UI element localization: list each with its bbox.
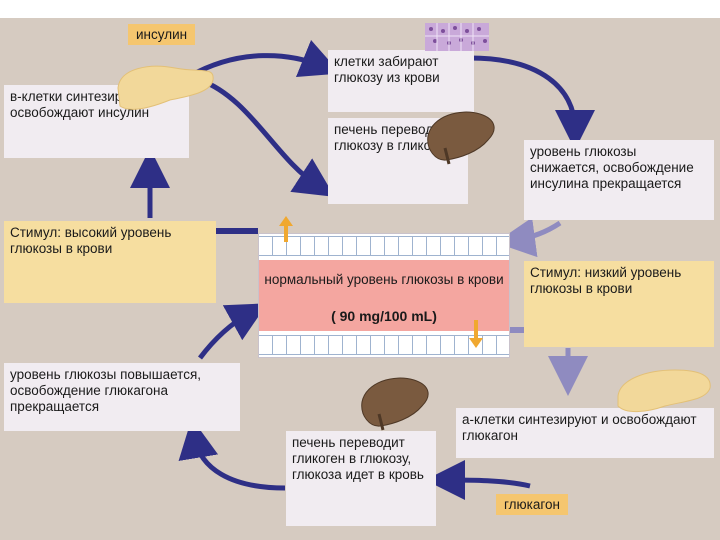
normal-level-text: нормальный уровень глюкозы в крови <box>264 272 504 287</box>
arrow-cells-to-drop <box>469 55 595 150</box>
glucagon-tag: глюкагон <box>496 494 568 515</box>
liver-glycogen-box: печень переводит глюкозу в гликоген <box>328 118 468 204</box>
stimulus-high-box: Стимул: высокий уровень глюкозы в крови <box>4 221 216 303</box>
grid-bottom <box>259 335 509 355</box>
cells-icon <box>425 23 489 51</box>
insulin-tag: инсулин <box>128 24 196 45</box>
arrow-glucagon-to-liver <box>425 460 531 501</box>
liver-glucose-box: печень переводит гликоген в глюкозу, глю… <box>286 431 436 526</box>
cells-take-glucose-box: клетки забирают глюкозу из крови <box>328 50 474 112</box>
glucose-rises-box: уровень глюкозы повышается, освобождение… <box>4 363 240 431</box>
stimulus-low-box: Стимул: низкий уровень глюкозы в крови <box>524 261 714 347</box>
arrow-liver-to-rises <box>178 418 286 491</box>
beta-cells-box: в-клетки синтезируют и освобождают инсул… <box>4 85 189 158</box>
arrow-rises-to-center <box>198 303 268 360</box>
arrow-insulin-to-liver <box>199 77 335 197</box>
normal-band <box>259 260 509 331</box>
arrow-insulin-to-cells <box>188 39 341 79</box>
normal-glucose-panel: нормальный уровень глюкозы в крови ( 90 … <box>258 233 510 358</box>
diagram-stage: инсулин глюкагон в-клетки синтезируют и … <box>0 18 720 540</box>
arrow-drop-to-center <box>495 217 562 258</box>
glucose-drops-box: уровень глюкозы снижается, освобождение … <box>524 140 714 220</box>
normal-level-value: ( 90 mg/100 mL) <box>331 308 437 324</box>
alpha-cells-box: а-клетки синтезируют и освобождают глюка… <box>456 408 714 458</box>
grid-top <box>259 236 509 256</box>
